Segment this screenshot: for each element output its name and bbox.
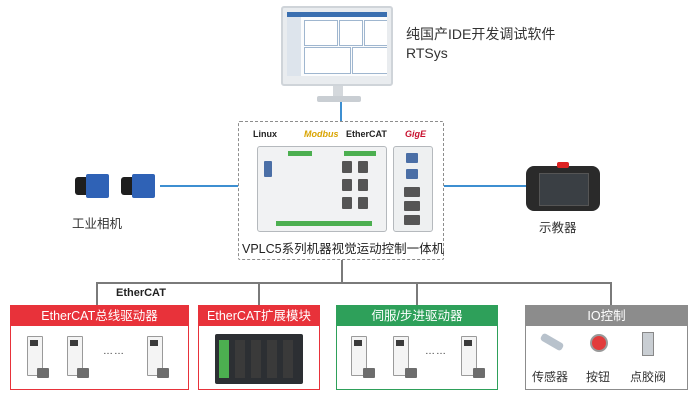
servo-motor-icon — [473, 368, 485, 378]
servo-drive-icon — [147, 336, 163, 376]
controller-to-pendant-line — [444, 185, 526, 187]
monitor-to-controller-line — [340, 101, 342, 121]
servo-drive-icon — [461, 336, 477, 376]
button-icon — [590, 334, 608, 352]
controller-group — [238, 121, 444, 260]
io-item-valve-label: 点胶阀 — [630, 370, 667, 384]
camera-label: 工业相机 — [72, 217, 123, 231]
monitor-stand — [333, 86, 343, 98]
category-title: EtherCAT总线驱动器 — [11, 306, 188, 326]
servo-motor-icon — [363, 368, 375, 378]
controller-label: VPLC5系列机器视觉运动控制一体机 — [242, 242, 445, 256]
software-name: RTSys — [406, 45, 448, 61]
gige-logo: GigE — [405, 129, 427, 139]
camera-to-controller-line — [160, 185, 238, 187]
software-screen — [287, 12, 387, 76]
servo-motor-icon — [405, 368, 417, 378]
teach-pendant-icon — [526, 162, 600, 211]
bus-horizontal-line — [96, 282, 611, 284]
monitor-base — [317, 96, 361, 102]
ellipsis: …… — [103, 346, 125, 357]
io-item-button-label: 按钮 — [586, 370, 611, 384]
camera-icon — [75, 174, 109, 198]
category-ethercat-modules: EtherCAT扩展模块 — [198, 305, 320, 390]
servo-drive-icon — [67, 336, 83, 376]
ethercat-bus-label: EtherCAT — [116, 287, 166, 299]
category-title: EtherCAT扩展模块 — [199, 306, 319, 326]
controller-io-board — [393, 146, 433, 232]
expansion-module-rack-icon — [215, 334, 303, 384]
ethercat-logo: EtherCAT — [346, 129, 387, 139]
servo-drive-icon — [27, 336, 43, 376]
teach-pendant-label: 示教器 — [539, 221, 577, 235]
software-title: 纯国产IDE开发调试软件 — [406, 26, 556, 42]
dispensing-valve-icon — [642, 332, 654, 356]
servo-drive-icon — [393, 336, 409, 376]
monitor-icon — [281, 6, 393, 86]
servo-drive-icon — [351, 336, 367, 376]
category-servo-stepper-drivers: 伺服/步进驱动器 …… — [336, 305, 498, 390]
category-title: IO控制 — [526, 306, 687, 326]
io-item-sensor-label: 传感器 — [532, 370, 569, 384]
servo-motor-icon — [37, 368, 49, 378]
sensor-icon — [539, 332, 565, 352]
bus-drop-3 — [416, 282, 418, 305]
bus-drop-2 — [258, 282, 260, 305]
ellipsis: …… — [425, 346, 447, 357]
category-ethercat-drivers: EtherCAT总线驱动器 …… — [10, 305, 189, 390]
servo-motor-icon — [157, 368, 169, 378]
bus-drop-4 — [610, 282, 612, 305]
category-io-control: IO控制 传感器 按钮 点胶阀 — [525, 305, 688, 390]
bus-trunk-line — [341, 260, 343, 283]
controller-main-board — [257, 146, 387, 232]
camera-icon — [121, 174, 155, 198]
modbus-logo: Modbus — [304, 129, 339, 139]
category-title: 伺服/步进驱动器 — [337, 306, 497, 326]
linux-logo: Linux — [253, 129, 277, 139]
bus-drop-1 — [96, 282, 98, 305]
servo-motor-icon — [77, 368, 89, 378]
